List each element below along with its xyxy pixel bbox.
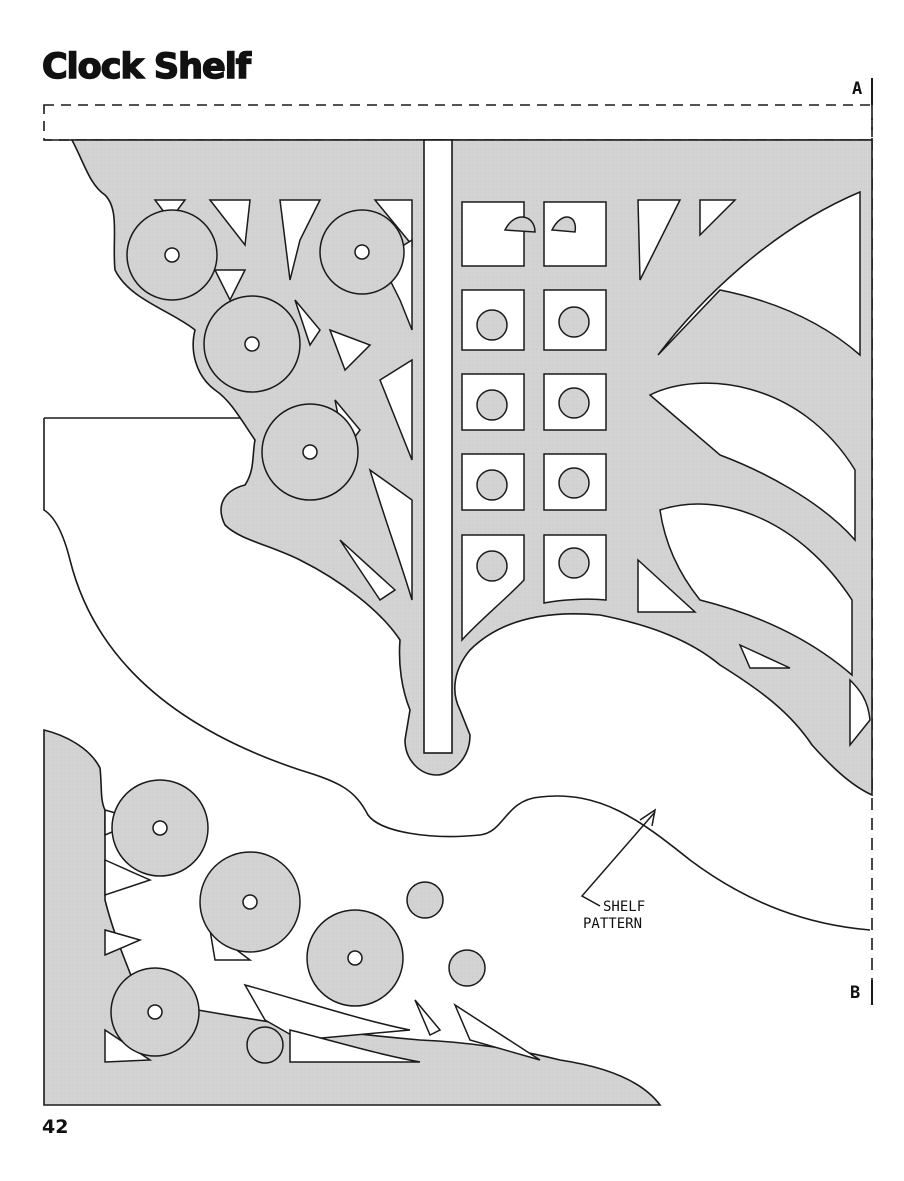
callout-label-line1: SHELF: [603, 899, 646, 915]
page-title: Clock Shelf: [41, 47, 252, 87]
page-number: 42: [42, 1116, 69, 1138]
upper-flower-centers: [164, 244, 370, 460]
center-slot: [423, 139, 453, 754]
leaf-cutouts: [637, 190, 871, 748]
marker-b-label: B: [850, 983, 861, 1003]
fretwork-squares: [461, 201, 607, 642]
callout-arrow: [580, 808, 657, 907]
small-bracket-cutouts: [104, 809, 541, 1063]
callout-label-line2: PATTERN: [583, 916, 643, 932]
lower-flowers: [110, 779, 486, 1064]
shelf-pattern-outline: [43, 417, 871, 931]
lower-flower-centers: [147, 820, 363, 1020]
shelf-board-outline: [43, 104, 873, 141]
fretwork-curls: [476, 216, 590, 582]
marker-a-label: A: [852, 79, 863, 99]
